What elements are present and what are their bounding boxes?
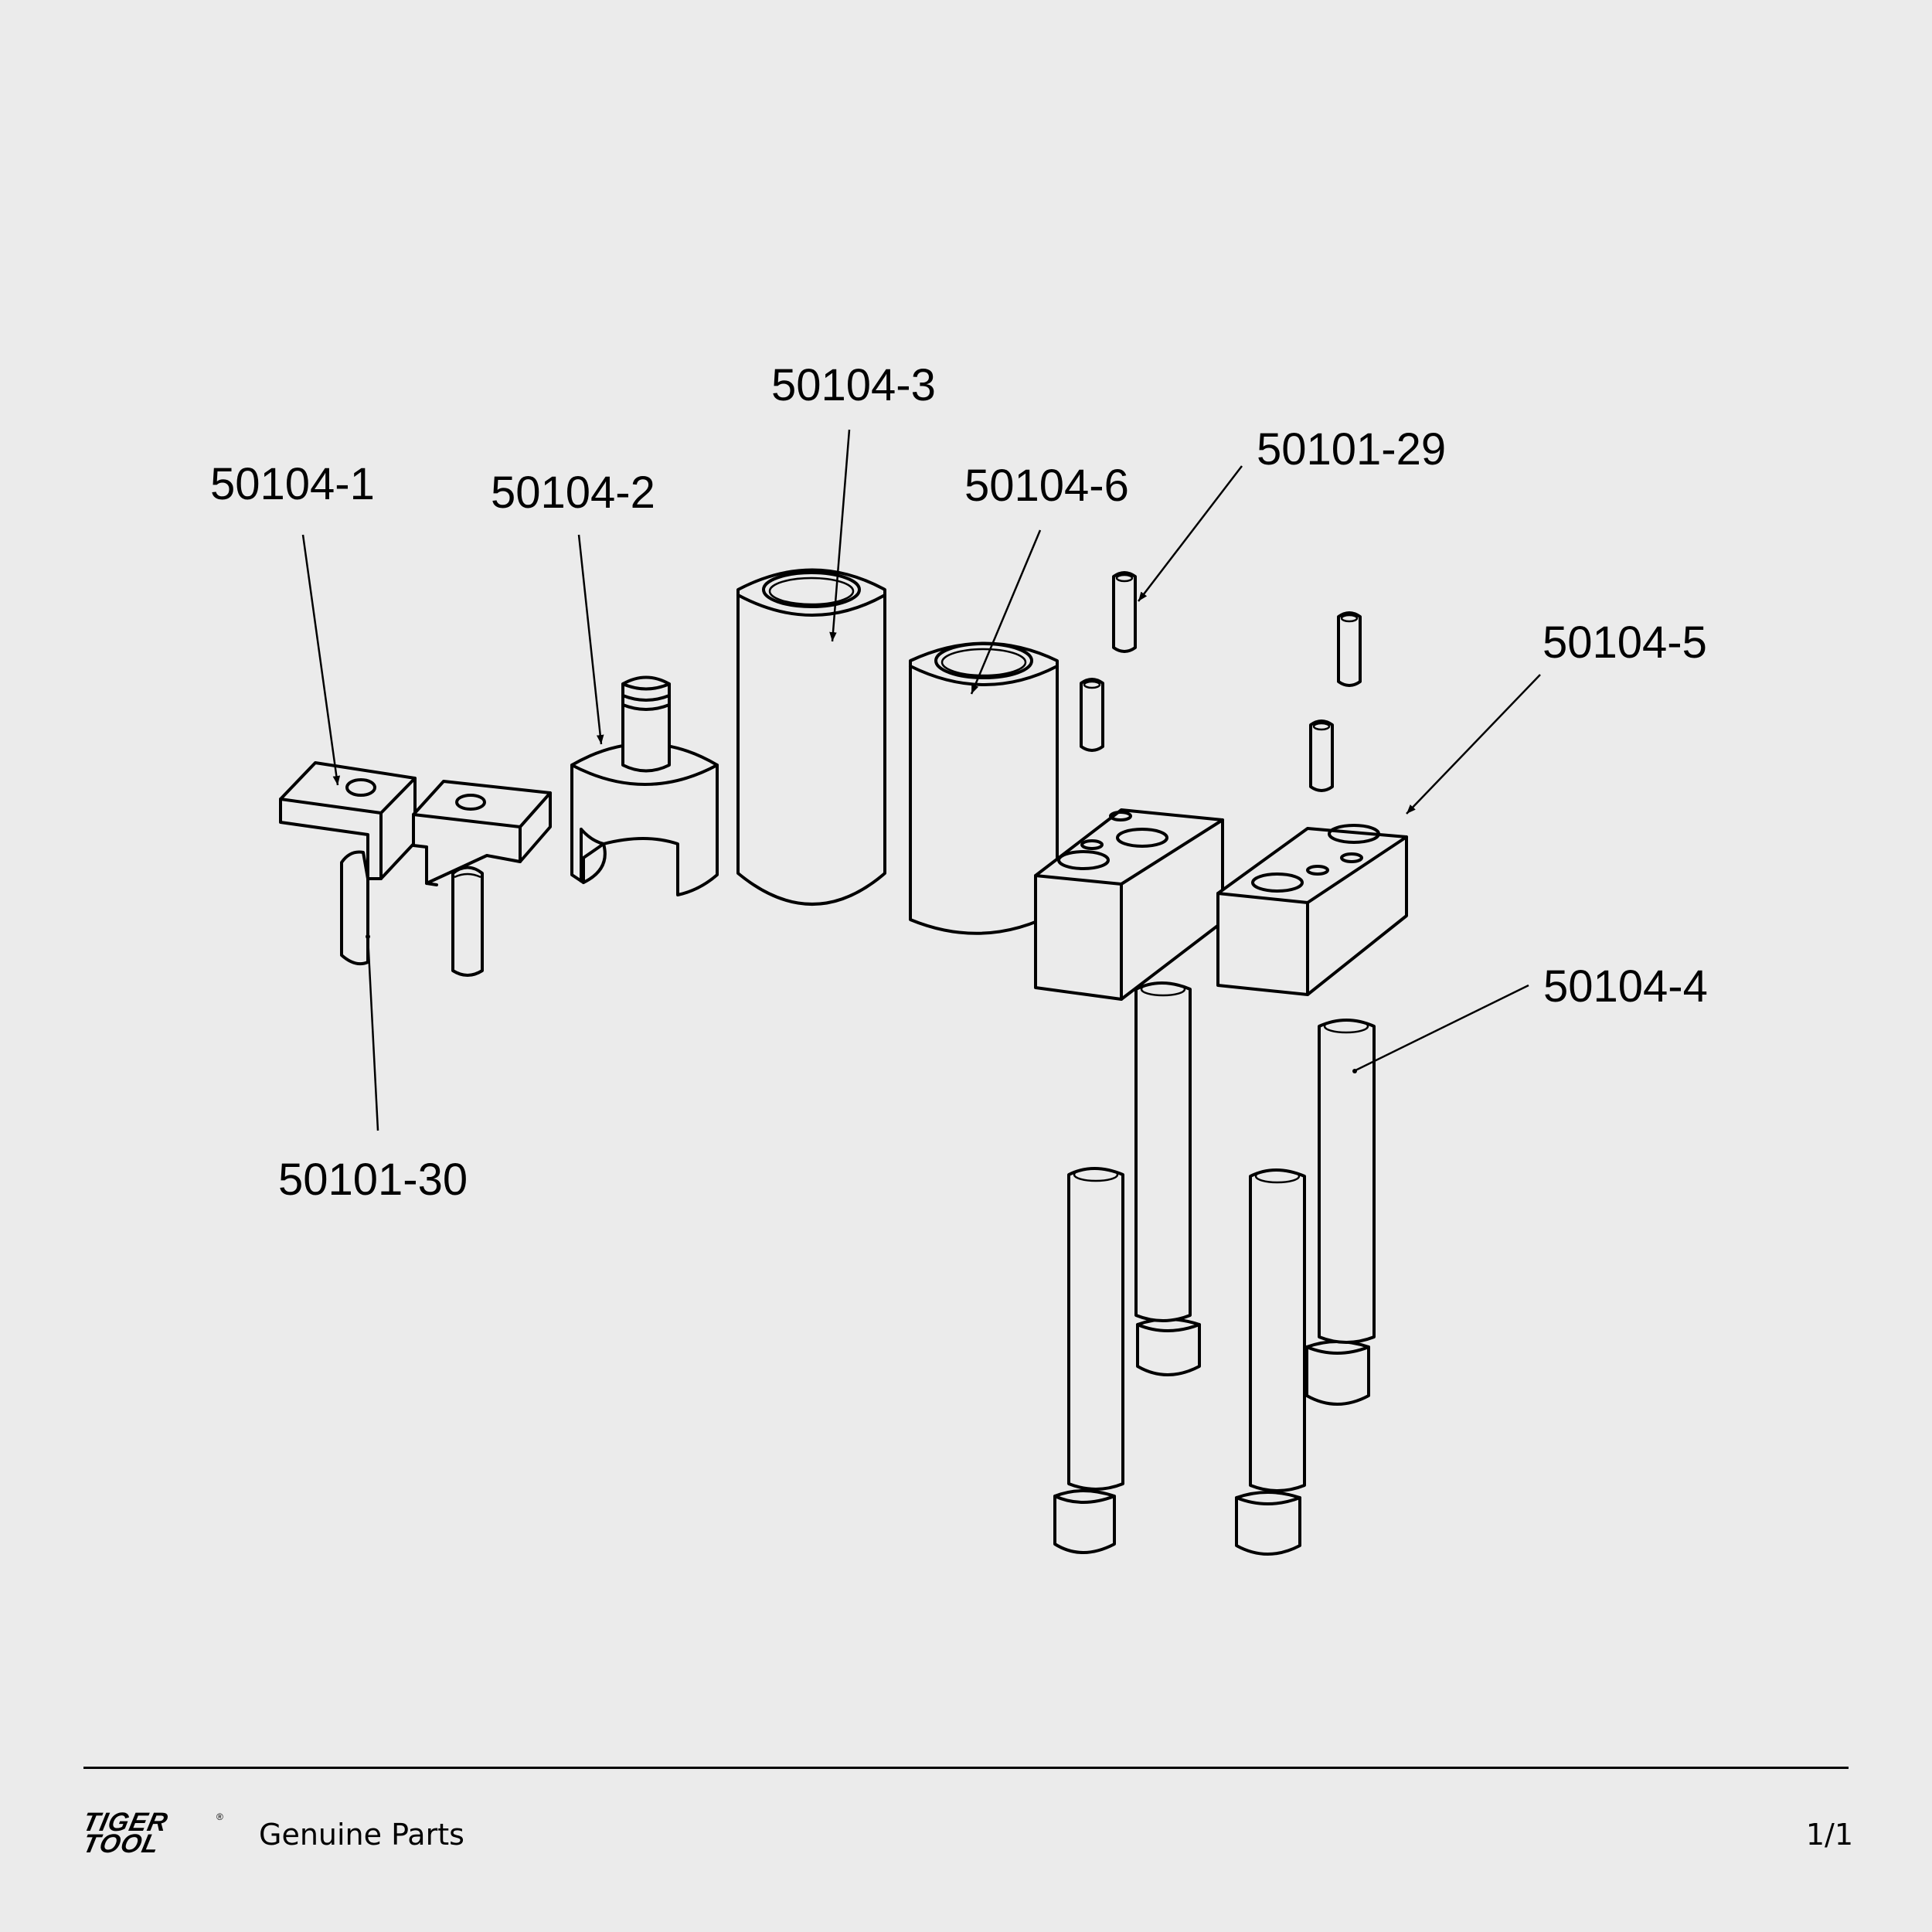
callout-50101-29: 50101-29 — [1257, 424, 1446, 474]
footer-tagline: Genuine Parts — [259, 1818, 464, 1852]
registered-mark: ® — [216, 1811, 223, 1822]
part-50101-29-pin-d — [1309, 719, 1334, 792]
logo-line-2: TOOL — [80, 1829, 162, 1859]
callout-50104-5: 50104-5 — [1543, 617, 1707, 668]
part-50101-29-pin-a — [1112, 571, 1137, 653]
part-50104-5-block-a — [1034, 808, 1224, 1001]
part-50101-30-pin-b — [451, 866, 484, 977]
page-number: 1/1 — [1805, 1818, 1853, 1852]
callout-50104-1: 50104-1 — [210, 459, 375, 509]
part-50104-2-adapter — [570, 675, 719, 896]
callout-50104-2: 50104-2 — [491, 468, 655, 518]
callout-50101-30: 50101-30 — [278, 1155, 468, 1205]
leader-50104-3 — [829, 429, 851, 642]
footer-divider — [83, 1767, 1849, 1769]
part-50104-4-screw-b — [1305, 1019, 1376, 1406]
callout-50104-4: 50104-4 — [1543, 961, 1708, 1012]
leader-50104-5 — [1406, 674, 1541, 815]
leader-50104-2 — [577, 534, 604, 745]
callout-50104-6: 50104-6 — [964, 461, 1129, 511]
part-50101-29-pin-b — [1080, 678, 1104, 752]
leader-50101-30 — [366, 936, 379, 1131]
tiger-tool-logo: TIGER TOOL ® — [80, 1808, 223, 1859]
part-50104-4-screw-a — [1134, 981, 1201, 1376]
leader-50104-6 — [970, 529, 1042, 695]
part-50104-1-bracket — [279, 761, 417, 880]
part-50104-5-block-b — [1216, 824, 1408, 996]
leader-50101-29 — [1138, 465, 1243, 602]
part-50101-29-pin-c — [1337, 611, 1362, 687]
part-bracket-b — [412, 780, 552, 886]
leader-50104-4 — [1353, 984, 1529, 1073]
part-50104-3-tall-sleeve — [736, 568, 886, 906]
part-50104-4-screw-c — [1053, 1167, 1124, 1554]
leader-50104-1 — [301, 534, 341, 786]
part-50104-4-screw-d — [1235, 1168, 1306, 1556]
callout-50104-3: 50104-3 — [771, 360, 936, 410]
part-50101-30-pin-a — [340, 850, 370, 966]
